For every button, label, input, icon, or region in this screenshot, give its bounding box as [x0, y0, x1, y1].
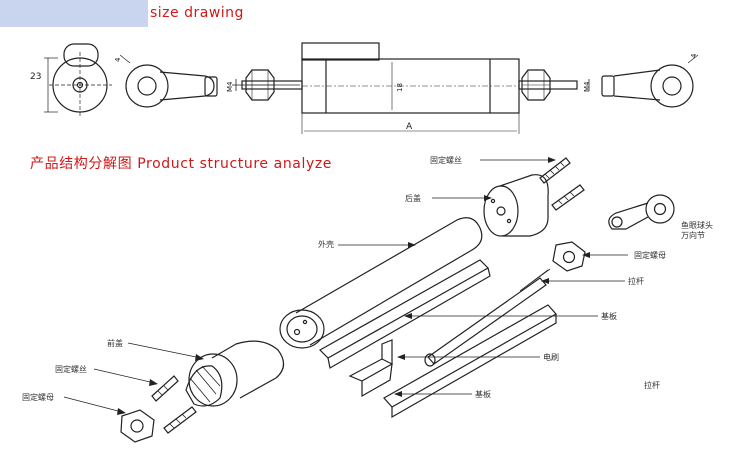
outer-shell	[279, 217, 483, 349]
left-eye-side-view	[119, 54, 218, 108]
length-a-label: A	[406, 122, 413, 132]
left-thread-nut	[232, 69, 303, 101]
fixing-screw-left-2	[163, 406, 197, 434]
label-base-plate-bottom: 基板	[475, 390, 491, 399]
front-cover	[185, 340, 285, 407]
left-rod-end-view	[44, 43, 112, 116]
left-thread-label: M4	[226, 81, 234, 93]
left-diameter-label: 4	[114, 57, 122, 62]
label-fixing-nut-right: 固定螺母	[634, 251, 666, 260]
label-brush: 电刷	[543, 353, 559, 362]
fixing-screw-top	[539, 157, 571, 184]
cylinder-body	[301, 42, 520, 134]
label-pull-rod-2: 拉杆	[644, 381, 660, 390]
base-plate-bottom	[383, 304, 557, 419]
label-rod-end-1: 鱼眼球头	[681, 221, 713, 230]
label-front-cover: 前盖	[107, 339, 123, 348]
right-thread-label: M4	[583, 81, 591, 93]
label-fixing-nut-left: 固定螺母	[22, 393, 54, 402]
arrow-heads	[117, 157, 590, 415]
base-plate-top	[319, 259, 491, 369]
height-dimension-label: 23	[30, 72, 42, 82]
right-diameter-label: 4	[690, 53, 698, 58]
label-rear-cover: 后盖	[405, 194, 421, 203]
label-fixing-screw-left: 固定螺丝	[55, 365, 87, 374]
right-eye-side-view	[601, 54, 699, 108]
highlight-bar	[0, 0, 148, 27]
size-drawing-title: size drawing	[150, 5, 244, 21]
label-outer-shell: 外壳	[318, 240, 334, 249]
brush	[348, 339, 394, 398]
fixing-screw-left	[151, 375, 179, 402]
label-base-plate-top: 基板	[601, 312, 617, 321]
rear-cover	[483, 174, 549, 237]
nut-right	[552, 241, 586, 272]
leader-lines	[63, 159, 628, 412]
rod-end-joint	[608, 194, 675, 230]
body-diameter-label: 18	[396, 83, 404, 92]
label-pull-rod: 拉杆	[628, 277, 644, 286]
label-rod-end-2: 万向节	[681, 231, 705, 240]
rear-cover-screw	[551, 184, 585, 211]
nut-left	[120, 409, 155, 443]
structure-analyze-title: 产品结构分解图 Product structure analyze	[30, 156, 333, 172]
pull-rod	[424, 268, 551, 367]
right-thread-nut	[518, 69, 590, 101]
label-fixing-screw-top: 固定螺丝	[430, 156, 462, 165]
